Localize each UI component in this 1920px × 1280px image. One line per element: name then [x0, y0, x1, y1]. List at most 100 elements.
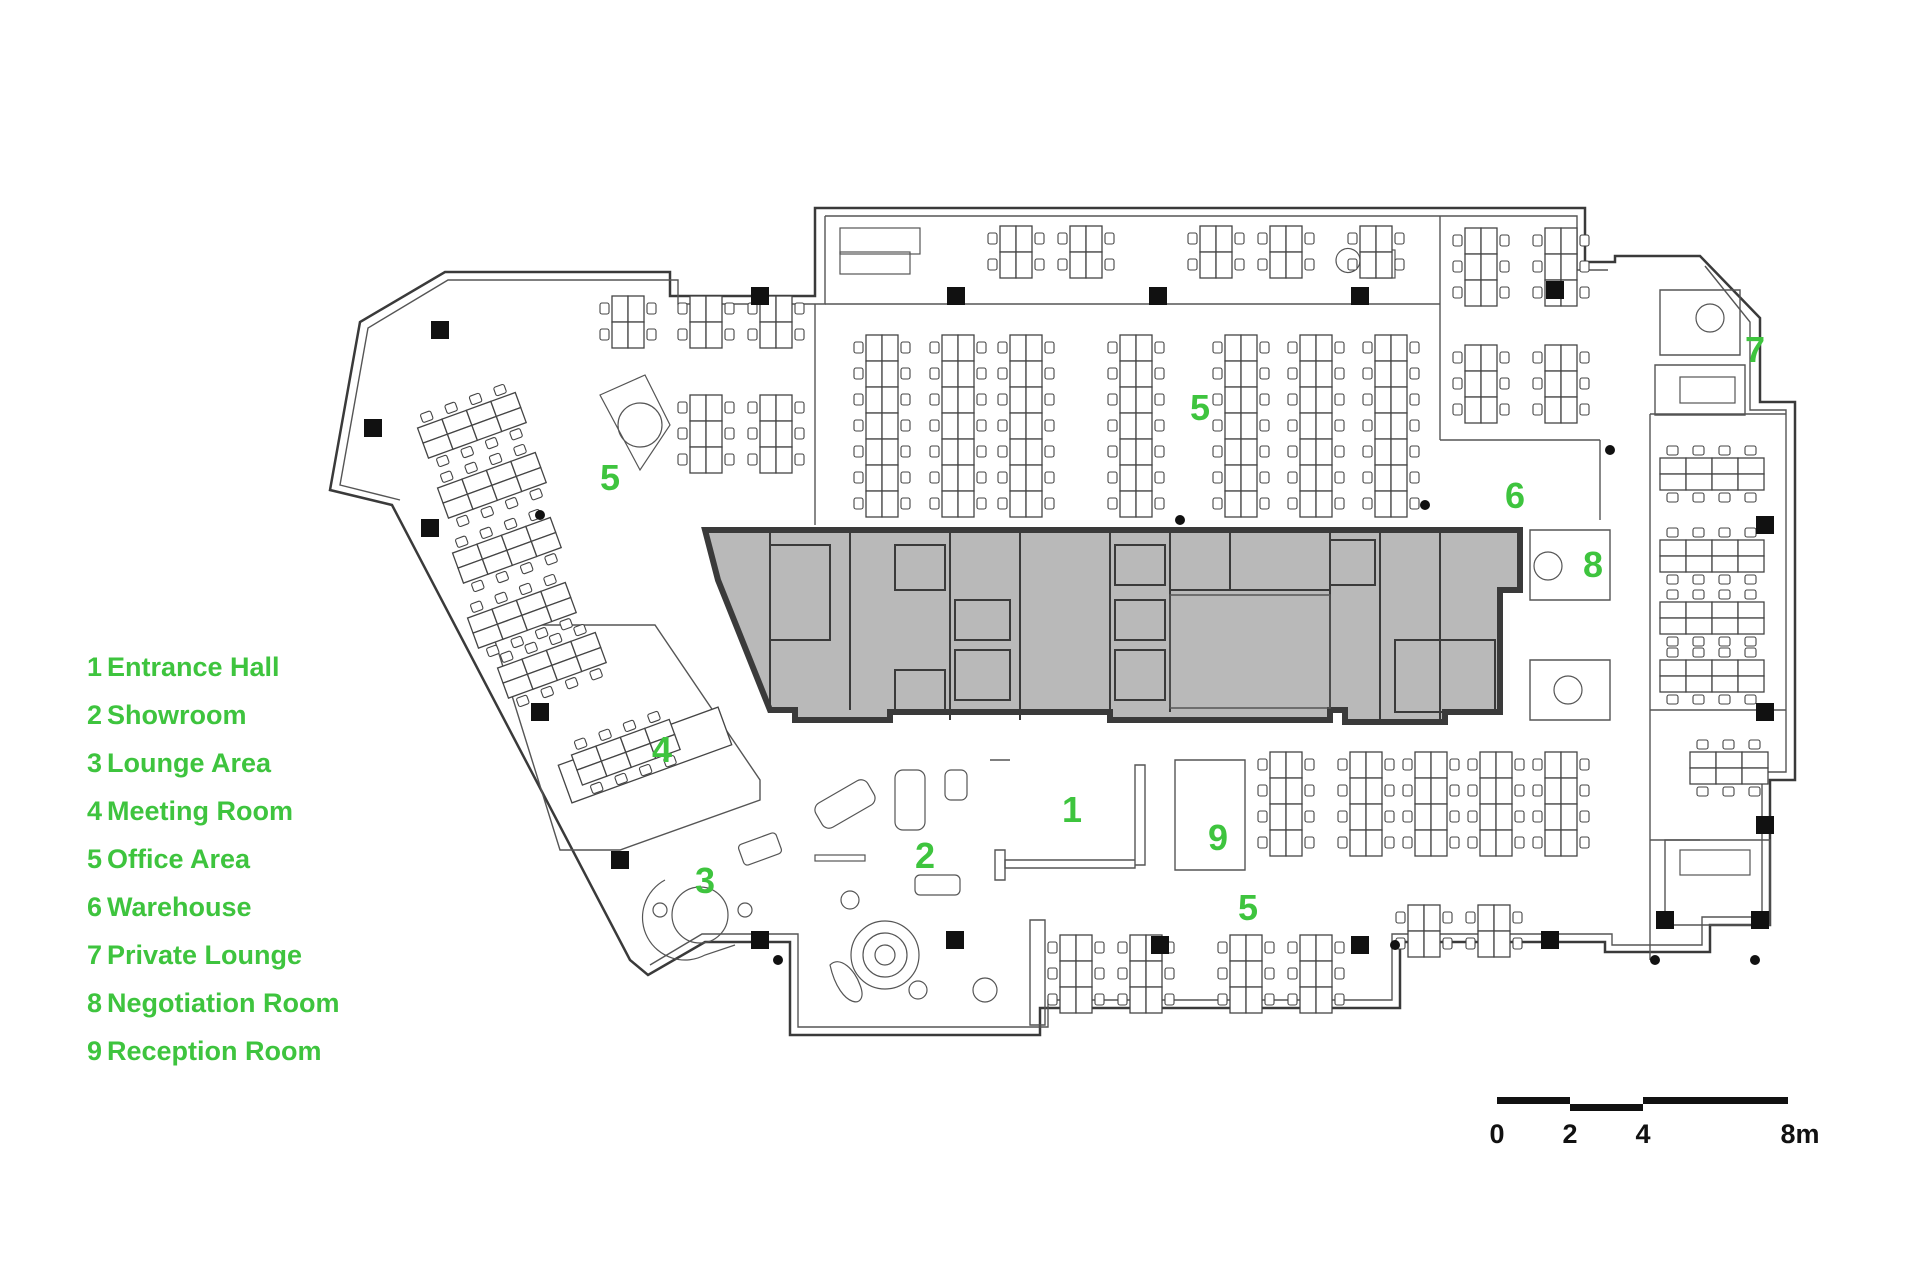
desk-cluster — [466, 573, 578, 658]
scale-tick-8m: 8m — [1780, 1119, 1819, 1149]
structural-column — [1756, 816, 1774, 834]
legend-label-5: Office Area — [107, 844, 251, 874]
desk-cluster — [1337, 751, 1395, 857]
legend-label-7: Private Lounge — [107, 940, 302, 970]
interior-partitions — [489, 216, 1786, 960]
structural-post — [1750, 955, 1760, 965]
room-label-showroom: 2 — [915, 835, 935, 876]
structural-column — [1546, 281, 1564, 299]
lounge-area-fixtures — [641, 832, 783, 961]
entrance-hall-fixtures — [990, 759, 1146, 1026]
structural-post — [1175, 515, 1185, 525]
legend-item-4: 4 — [87, 796, 102, 826]
legend: 1 Entrance Hall 2 Showroom 3 Lounge Area… — [87, 652, 339, 1066]
structural-column — [364, 419, 382, 437]
legend-label-1: Entrance Hall — [107, 652, 280, 682]
desk-cluster — [747, 394, 805, 474]
desk-cluster — [677, 394, 735, 474]
legend-label-4: Meeting Room — [107, 796, 293, 826]
desk-cluster — [1057, 225, 1115, 279]
desk-cluster — [1452, 227, 1510, 307]
room-label-meeting-room: 4 — [652, 729, 672, 770]
legend-item-3: 3 — [87, 748, 102, 778]
structural-column — [946, 931, 964, 949]
legend-label-6: Warehouse — [107, 892, 252, 922]
desk-cluster — [599, 295, 657, 349]
desk-cluster — [1287, 934, 1345, 1014]
desk-cluster — [1532, 344, 1590, 424]
showroom-fixtures — [814, 769, 998, 1003]
room-label-lounge-area: 3 — [695, 860, 715, 901]
structural-post — [1420, 500, 1430, 510]
structural-column — [1751, 911, 1769, 929]
desk-cluster — [1689, 739, 1769, 797]
structural-column — [611, 851, 629, 869]
legend-label-9: Reception Room — [107, 1036, 322, 1066]
desk-cluster — [987, 225, 1045, 279]
legend-label-8: Negotiation Room — [107, 988, 339, 1018]
desk-cluster — [1452, 344, 1510, 424]
scale-bar-segment-4-8 — [1643, 1097, 1788, 1104]
room-label-reception-room: 9 — [1208, 817, 1228, 858]
room-label-office-area-south: 5 — [1238, 887, 1258, 928]
legend-label-3: Lounge Area — [107, 748, 272, 778]
structural-column — [431, 321, 449, 339]
legend-item-6: 6 — [87, 892, 102, 922]
structural-column — [531, 703, 549, 721]
desk-cluster — [1212, 334, 1270, 518]
legend-item-1: 1 — [87, 652, 102, 682]
structural-column — [1756, 516, 1774, 534]
desk-cluster — [997, 334, 1055, 518]
desk-cluster — [1659, 647, 1765, 705]
legend-item-7: 7 — [87, 940, 102, 970]
structural-column — [1756, 703, 1774, 721]
desk-cluster — [1465, 904, 1523, 958]
structural-column — [1151, 936, 1169, 954]
structural-column — [1656, 911, 1674, 929]
desk-cluster — [1257, 751, 1315, 857]
desk-cluster — [451, 508, 563, 593]
desk-cluster — [1659, 527, 1765, 585]
column-layer — [364, 281, 1774, 965]
desk-cluster — [1187, 225, 1245, 279]
desk-cluster — [929, 334, 987, 518]
desk-cluster — [1395, 904, 1453, 958]
desk-cluster — [416, 383, 528, 468]
desk-cluster — [1532, 751, 1590, 857]
desk-cluster — [747, 295, 805, 349]
building-core — [701, 527, 1523, 725]
room-label-warehouse: 6 — [1505, 475, 1525, 516]
desk-cluster — [1287, 334, 1345, 518]
structural-column — [751, 287, 769, 305]
structural-column — [751, 931, 769, 949]
legend-item-5: 5 — [87, 844, 102, 874]
desk-cluster — [1659, 589, 1765, 647]
desk-cluster — [853, 334, 911, 518]
desk-layer — [416, 225, 1769, 1014]
structural-column — [421, 519, 439, 537]
structural-column — [1351, 936, 1369, 954]
desk-cluster — [496, 623, 608, 708]
room-label-entrance-hall: 1 — [1062, 789, 1082, 830]
legend-item-2: 2 — [87, 700, 102, 730]
legend-label-2: Showroom — [107, 700, 247, 730]
desk-cluster — [1217, 934, 1275, 1014]
structural-post — [773, 955, 783, 965]
structural-post — [1650, 955, 1660, 965]
legend-item-8: 8 — [87, 988, 102, 1018]
desk-cluster — [1047, 934, 1105, 1014]
scale-tick-2: 2 — [1562, 1119, 1577, 1149]
structural-column — [1351, 287, 1369, 305]
desk-cluster — [1347, 225, 1405, 279]
room-label-office-area-north: 5 — [1190, 387, 1210, 428]
structural-post — [1605, 445, 1615, 455]
structural-post — [1390, 940, 1400, 950]
room-number-labels: 5 5 5 1 2 3 4 6 7 8 9 — [600, 329, 1765, 928]
scale-bar: 0 2 4 8m — [1489, 1097, 1820, 1149]
scale-tick-0: 0 — [1489, 1119, 1504, 1149]
desk-cluster — [1659, 445, 1765, 503]
scale-bar-segment-2-4 — [1570, 1104, 1643, 1111]
legend-item-9: 9 — [87, 1036, 102, 1066]
